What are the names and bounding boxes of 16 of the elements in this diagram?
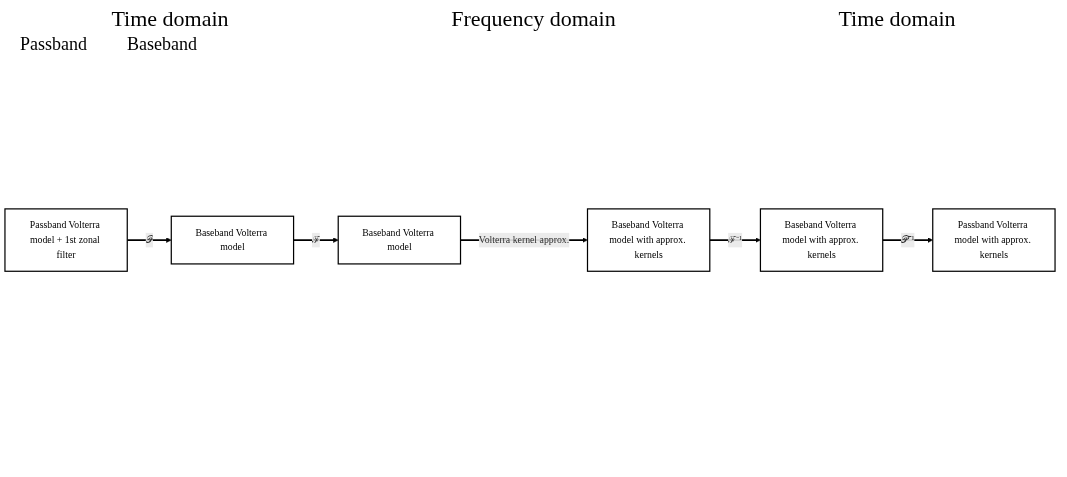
node-box: Baseband Volterra model with approx. kernels	[759, 208, 884, 272]
domain-label: Frequency domain	[451, 6, 616, 32]
edge-label: 𝒫⁻¹	[901, 234, 915, 245]
node-box: Baseband Volterra model	[337, 215, 462, 265]
edge-label: 𝒫	[145, 234, 153, 245]
edge-label: ℱ⁻¹	[728, 234, 743, 245]
domain-label: Time domain	[838, 6, 956, 32]
node-box: Passband Volterra model + 1st zonal filter	[4, 208, 128, 272]
band-label: Passband	[20, 34, 87, 55]
edge-label: ℱ	[311, 234, 320, 245]
edge-label: Volterra kernel approx.	[478, 234, 570, 245]
band-label: Baseband	[127, 34, 197, 55]
domain-label: Time domain	[111, 6, 229, 32]
node-box: Baseband Volterra model	[170, 215, 295, 265]
node-box: Passband Volterra model with approx. kernels	[932, 208, 1056, 272]
node-box: Baseband Volterra model with approx. kernels	[586, 208, 711, 272]
